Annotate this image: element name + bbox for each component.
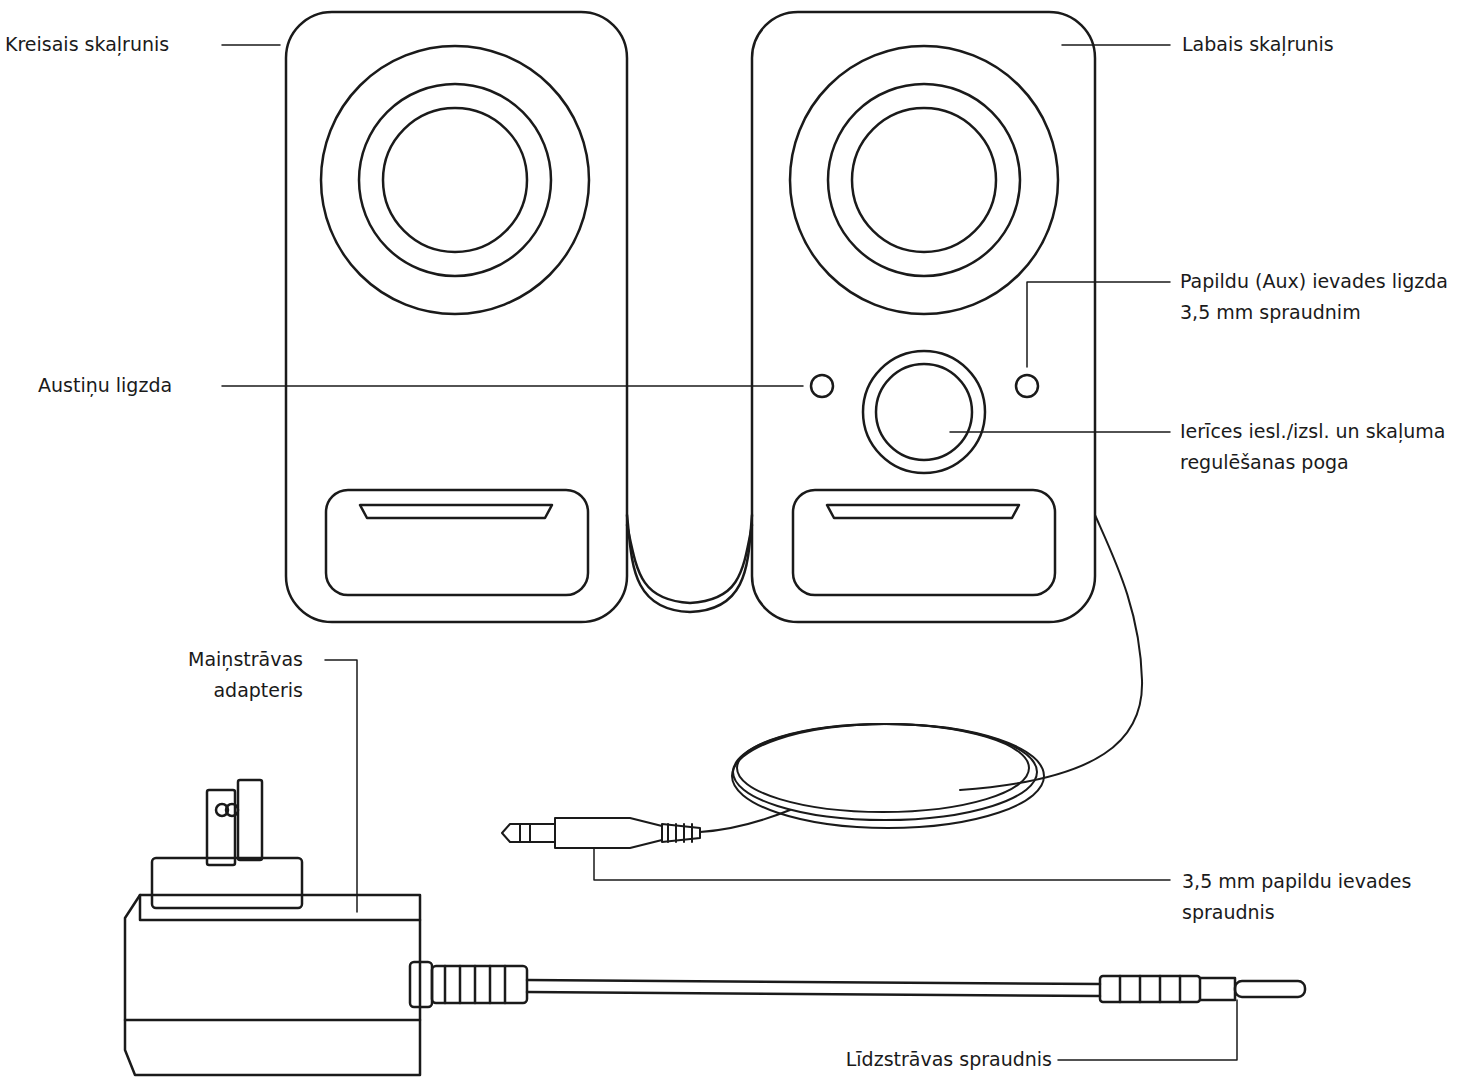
link-cable bbox=[627, 515, 752, 612]
link-cable bbox=[627, 525, 752, 603]
part-label: Austiņu ligzda bbox=[36, 370, 174, 401]
part-label: 3,5 mm papildu ievades spraudnis bbox=[1180, 866, 1434, 928]
left-speaker bbox=[286, 12, 627, 622]
ac-adapter bbox=[125, 780, 1305, 1075]
part-label: Kreisais skaļrunis bbox=[3, 29, 171, 60]
aux-cable bbox=[502, 515, 1142, 848]
part-label: Ierīces iesl./izsl. un skaļuma regulēšan… bbox=[1178, 416, 1454, 478]
right-speaker bbox=[752, 12, 1095, 622]
leader-lines bbox=[222, 45, 1237, 1060]
part-label: Maiņstrāvas adapteris bbox=[141, 644, 305, 706]
part-label: Papildu (Aux) ievades ligzda 3,5 mm spra… bbox=[1178, 266, 1454, 328]
part-label: Labais skaļrunis bbox=[1180, 29, 1336, 60]
part-label: Līdzstrāvas spraudnis bbox=[844, 1044, 1054, 1075]
